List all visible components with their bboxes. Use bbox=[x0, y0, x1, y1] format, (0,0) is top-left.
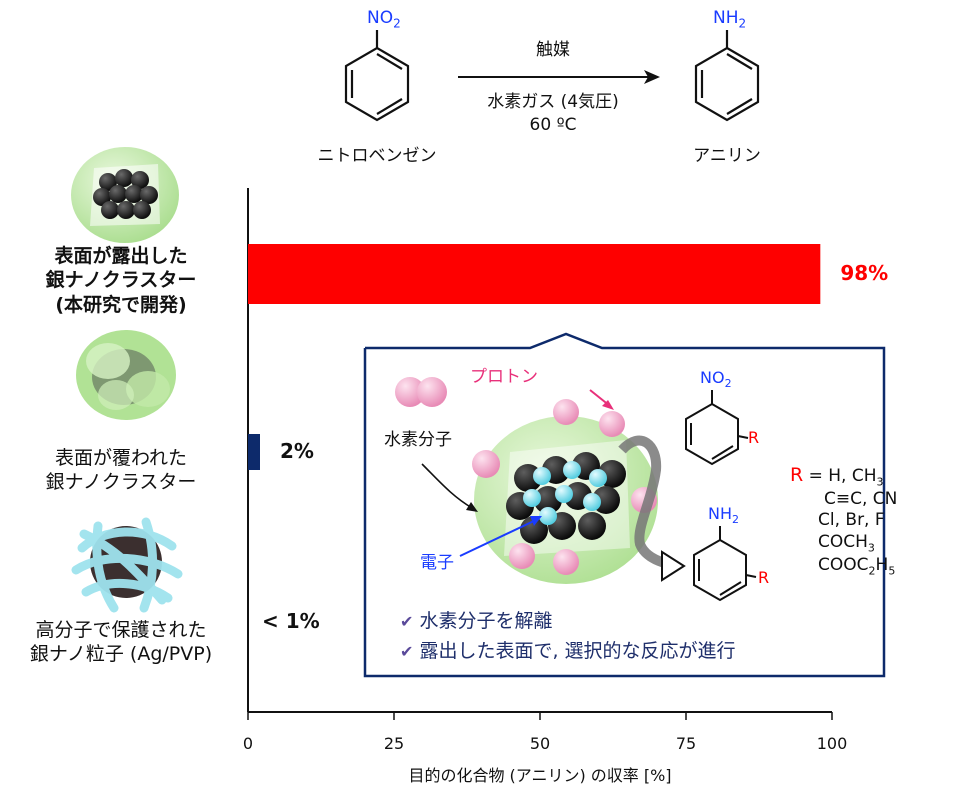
electron-arrow bbox=[459, 519, 537, 557]
inset-substrate-group: NO2 bbox=[700, 368, 732, 391]
x-axis-label: 目的の化合物 (アニリン) の収率 [%] bbox=[408, 766, 672, 785]
proton-label: プロトン bbox=[470, 367, 538, 387]
check-item-1: ✔ 水素分子を解離 bbox=[400, 610, 553, 632]
x-tick-label: 75 bbox=[675, 734, 697, 753]
x-tick-label: 0 bbox=[242, 734, 254, 753]
catalyst-label: 触媒 bbox=[536, 40, 570, 60]
reaction-scheme bbox=[344, 30, 760, 122]
reactant-name: ニトロベンゼン bbox=[317, 146, 437, 166]
covered-cluster-illustration bbox=[76, 330, 176, 420]
bar bbox=[248, 434, 260, 470]
category-label-covered-cluster: 表面が覆われた 銀ナノクラスター bbox=[45, 447, 197, 494]
bars bbox=[248, 244, 821, 470]
benzene-ring-product bbox=[694, 30, 760, 122]
product-group-label: NH2 bbox=[713, 8, 747, 31]
benzene-ring-reactant bbox=[344, 30, 410, 122]
value-label: < 1% bbox=[262, 609, 320, 633]
hydrogen-arrow bbox=[421, 463, 473, 509]
polymer-nanoparticle-illustration bbox=[71, 517, 183, 613]
inset-substrate-r: R bbox=[748, 428, 760, 447]
r-group-list: R = H, CH3 C≡C, CN Cl, Br, F COCH3 COOC2… bbox=[790, 464, 898, 578]
hydrogen-label: 水素分子 bbox=[384, 430, 452, 450]
conditions-pressure: 水素ガス (4気圧) bbox=[487, 92, 619, 112]
inset-product-ring bbox=[693, 526, 757, 602]
conditions-temperature: 60 ºC bbox=[529, 115, 577, 135]
category-label-exposed-cluster: 表面が露出した 銀ナノクラスター (本研究で開発) bbox=[45, 245, 197, 316]
inset-cluster bbox=[472, 399, 658, 584]
x-tick-label: 25 bbox=[383, 734, 405, 753]
reactant-group-label: NO2 bbox=[367, 8, 401, 31]
x-tick-label: 100 bbox=[816, 734, 848, 753]
reaction-arrow bbox=[458, 70, 660, 84]
bar bbox=[248, 244, 821, 304]
curved-reaction-arrow bbox=[618, 435, 678, 571]
inset-product-group: NH2 bbox=[708, 504, 739, 527]
category-label-polymer-nanoparticle: 高分子で保護された 銀ナノ粒子 (Ag/PVP) bbox=[29, 619, 213, 666]
inset-substrate-ring bbox=[685, 390, 749, 466]
check-item-2: ✔ 露出した表面で, 選択的な反応が進行 bbox=[400, 640, 736, 662]
inset-product-r: R bbox=[758, 568, 770, 587]
product-name: アニリン bbox=[693, 146, 761, 166]
check-icon: ✔ bbox=[400, 642, 414, 661]
check-icon: ✔ bbox=[400, 612, 414, 631]
exposed-cluster-illustration bbox=[71, 147, 179, 243]
value-label: 98% bbox=[840, 261, 889, 285]
hydrogen-molecule-icon bbox=[395, 377, 447, 407]
x-tick-label: 50 bbox=[529, 734, 551, 753]
electron-label: 電子 bbox=[420, 553, 454, 573]
value-label: 2% bbox=[280, 439, 314, 463]
x-axis-ticks bbox=[247, 711, 833, 720]
